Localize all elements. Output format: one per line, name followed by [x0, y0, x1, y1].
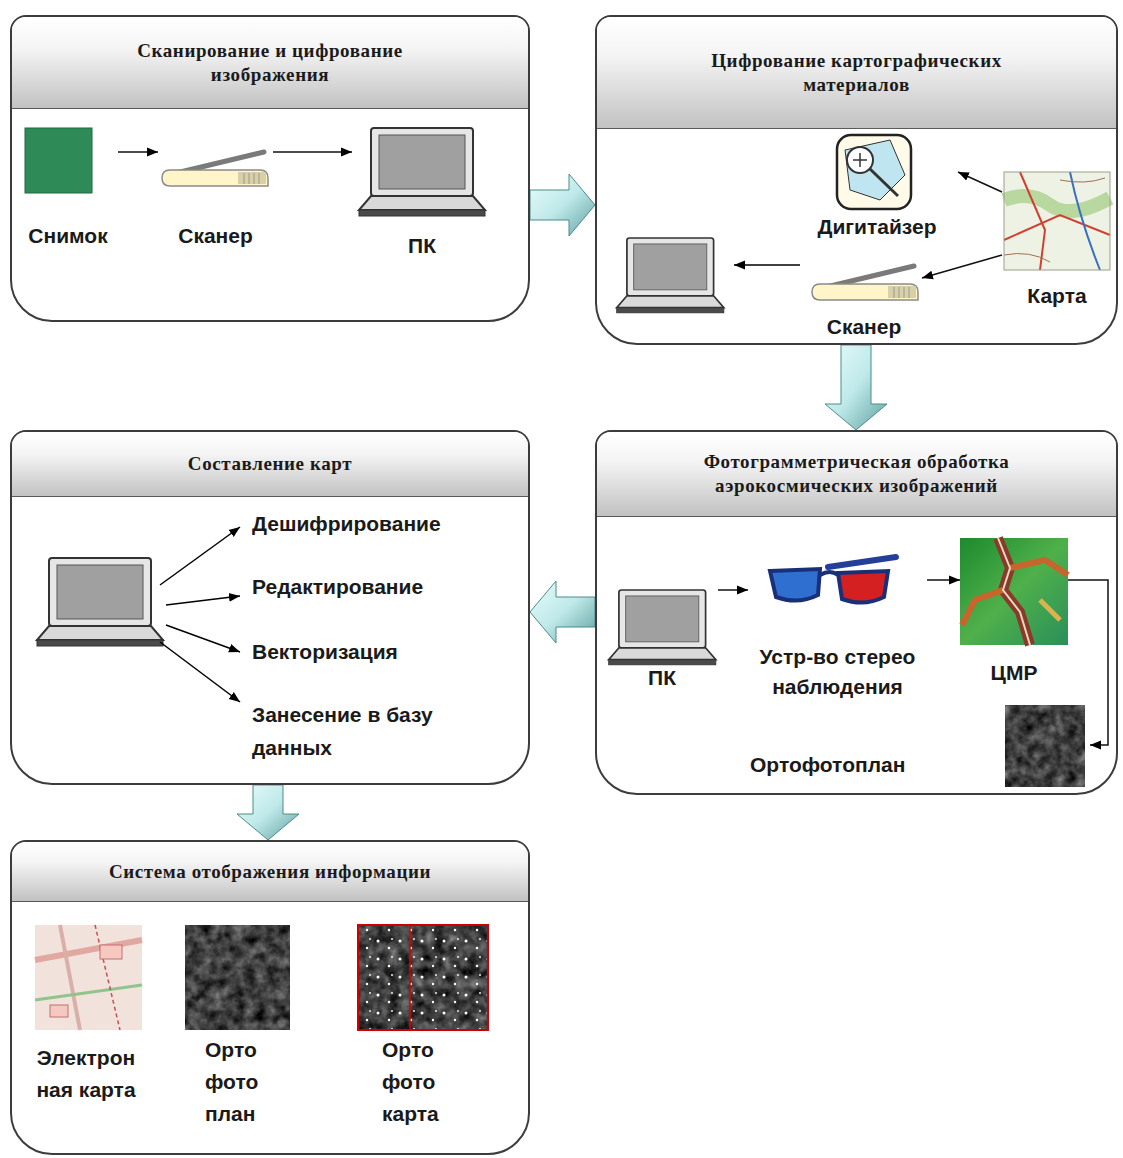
panel-header: Цифрование картографических материалов [597, 17, 1116, 129]
panel-title: Фотограмметрическая обработка аэрокосмич… [657, 450, 1057, 498]
panel-header: Сканирование и цифрование изображения [12, 17, 528, 109]
item-caption: Карта [1027, 283, 1086, 309]
orthophoto-map-item: Орто фото карта [356, 922, 492, 1137]
process-step-label: Векторизация [252, 635, 398, 668]
process-panel: Система отображения информацииЭлектрон н… [10, 840, 530, 1155]
process-panel: Цифрование картографических материаловДи… [595, 15, 1118, 345]
map-item: Карта [1002, 170, 1112, 312]
item-caption: Ортофотоплан [750, 752, 905, 778]
scanner-icon [162, 152, 268, 186]
panel-title: Система отображения информации [109, 860, 431, 884]
orthophoto-item: Орто фото план [183, 922, 295, 1137]
pc-item: ПК [606, 575, 718, 693]
item-caption: ПК [648, 665, 676, 691]
orthophoto-map-image [358, 925, 488, 1030]
process-panel: Составление карт [10, 430, 530, 785]
arrow [734, 264, 800, 266]
connector [958, 172, 1002, 192]
item-caption: ЦМР [991, 660, 1038, 686]
panel-title: Составление карт [188, 452, 352, 476]
scanner-icon [812, 266, 918, 300]
photo-icon [25, 128, 92, 193]
connector [118, 151, 158, 153]
dem-item: ЦМР [960, 535, 1068, 690]
panel-header: Составление карт [12, 432, 528, 497]
item-caption: Орто фото план [205, 1034, 277, 1130]
panel-header: Система отображения информации [12, 842, 528, 902]
panel-title: Цифрование картографических материалов [667, 49, 1047, 97]
connector [718, 589, 748, 591]
block-arrow [825, 345, 887, 430]
block-arrow [237, 785, 299, 840]
item-caption: Сканер [178, 223, 253, 249]
scanner-item: Сканер [806, 258, 922, 342]
orthophoto-item: Ортофотоплан [750, 704, 1090, 792]
orthophoto-image [1005, 705, 1085, 787]
digitizer-item: Дигитайзер [796, 130, 958, 244]
connector [1068, 580, 1108, 745]
stereo-glasses-icon [770, 557, 896, 603]
digitizer-icon [837, 135, 911, 209]
item-caption: Дигитайзер [817, 214, 936, 240]
laptop-icon [617, 238, 724, 313]
map-image [1004, 172, 1110, 270]
scanner-item: Сканер [158, 125, 273, 253]
process-step-label: Занесение в базу данных [252, 698, 502, 764]
orthophoto-image [185, 925, 290, 1030]
process-panel: Фотограмметрическая обработка аэрокосмич… [595, 430, 1118, 795]
dem-image [960, 538, 1068, 645]
laptop-icon [359, 128, 485, 216]
electronic-map-item: Электрон ная карта [18, 922, 154, 1112]
panel-header: Фотограмметрическая обработка аэрокосмич… [597, 432, 1116, 517]
arrow [160, 527, 240, 702]
item-caption: Электрон ная карта [20, 1042, 152, 1106]
item-caption: ПК [408, 233, 436, 259]
item-caption: Снимок [28, 223, 107, 249]
laptop-icon [609, 590, 716, 665]
item-caption: Устр-во стерео наблюдения [750, 642, 925, 702]
block-arrow [530, 174, 595, 236]
item-caption: Сканер [827, 314, 902, 340]
panel-title: Сканирование и цифрование изображения [100, 39, 440, 87]
pc-item: ПК [352, 125, 492, 263]
process-panel: Сканирование и цифрование изображенияСни… [10, 15, 530, 322]
connector [922, 255, 1002, 278]
block-arrow [530, 581, 595, 643]
process-step-label: Редактирование [252, 570, 423, 603]
item-caption: Орто фото карта [382, 1034, 454, 1130]
connector [927, 579, 960, 581]
connector [273, 151, 352, 153]
electronic-map-image [35, 925, 142, 1030]
stereo-device-item: Устр-во стерео наблюдения [748, 552, 927, 704]
laptop-icon [37, 558, 163, 646]
photo-item: Снимок [18, 125, 118, 253]
process-step-label: Дешифрирование [252, 507, 441, 540]
